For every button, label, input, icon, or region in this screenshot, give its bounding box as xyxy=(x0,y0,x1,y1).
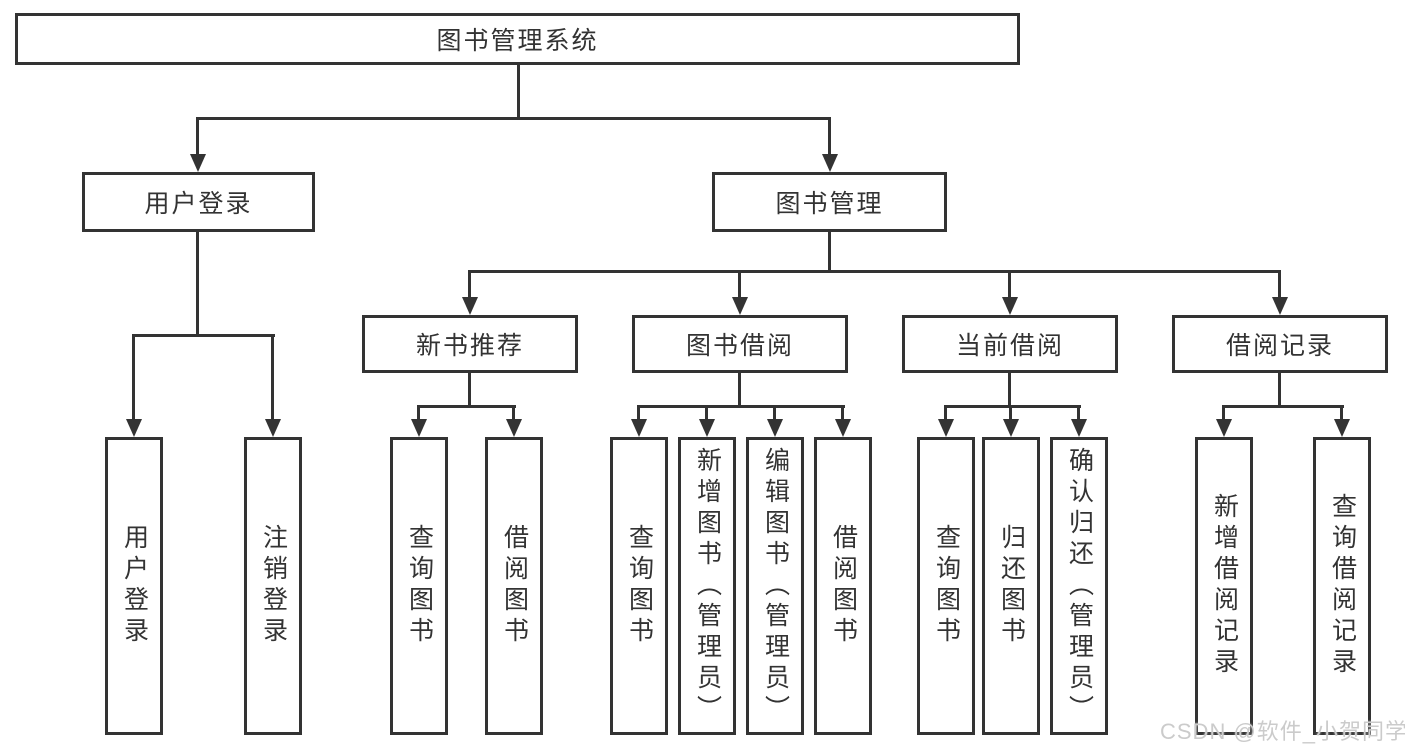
connector-rail xyxy=(468,270,1281,273)
node-book-borrow: 图书借阅 xyxy=(632,315,848,373)
arrow-down-icon xyxy=(631,419,647,437)
arrow-down-icon xyxy=(1002,297,1018,315)
connector-drop xyxy=(271,334,274,420)
connector-drop xyxy=(1278,270,1281,299)
node-leaf-return-book-label: 归还图书 xyxy=(997,524,1026,648)
node-leaf-add-borrow-record: 新增借阅记录 xyxy=(1195,437,1253,735)
node-leaf-add-book-admin: 新增图书（管理员） xyxy=(678,437,736,735)
node-leaf-confirm-return-admin-label: 确认归还（管理员） xyxy=(1065,446,1094,726)
connector-rail xyxy=(638,405,845,408)
arrow-down-icon xyxy=(1334,419,1350,437)
connector-trunk xyxy=(738,373,741,408)
node-user-login: 用户登录 xyxy=(82,172,315,232)
arrow-down-icon xyxy=(1216,419,1232,437)
arrow-down-icon xyxy=(699,419,715,437)
node-borrow-records-label: 借阅记录 xyxy=(1225,332,1334,360)
arrow-down-icon xyxy=(767,419,783,437)
node-leaf-query-books-recommend: 查询图书 xyxy=(390,437,448,735)
node-leaf-edit-book-admin-label: 编辑图书（管理员） xyxy=(761,446,790,726)
arrow-down-icon xyxy=(1272,297,1288,315)
node-leaf-add-borrow-record-label: 新增借阅记录 xyxy=(1210,493,1239,679)
connector-drop xyxy=(512,405,515,420)
node-leaf-logout: 注销登录 xyxy=(244,437,302,735)
connector-drop xyxy=(705,405,708,420)
arrow-down-icon xyxy=(1071,419,1087,437)
connector-rail xyxy=(197,117,831,120)
node-user-login-label: 用户登录 xyxy=(144,190,253,218)
connector-drop xyxy=(1222,405,1225,420)
node-leaf-edit-book-admin: 编辑图书（管理员） xyxy=(746,437,804,735)
node-leaf-query-borrow-record: 查询借阅记录 xyxy=(1313,437,1371,735)
node-root: 图书管理系统 xyxy=(15,13,1020,65)
connector-drop xyxy=(1008,270,1011,299)
node-leaf-confirm-return-admin: 确认归还（管理员） xyxy=(1050,437,1108,735)
node-book-borrow-label: 图书借阅 xyxy=(685,332,794,360)
arrow-down-icon xyxy=(822,154,838,172)
arrow-down-icon xyxy=(190,154,206,172)
node-leaf-logout-label: 注销登录 xyxy=(259,524,288,648)
connector-trunk xyxy=(1008,373,1011,408)
arrow-down-icon xyxy=(835,419,851,437)
arrow-down-icon xyxy=(411,419,427,437)
node-leaf-add-book-admin-label: 新增图书（管理员） xyxy=(693,446,722,726)
connector-trunk xyxy=(468,373,471,408)
connector-drop xyxy=(1340,405,1343,420)
arrow-down-icon xyxy=(506,419,522,437)
arrow-down-icon xyxy=(126,419,142,437)
arrow-down-icon xyxy=(462,297,478,315)
connector-drop xyxy=(196,117,199,155)
node-root-label: 图书管理系统 xyxy=(436,27,599,55)
watermark: CSDN @软件_小贺同学 xyxy=(1160,719,1405,744)
connector-drop xyxy=(468,270,471,299)
connector-rail xyxy=(133,334,275,337)
node-leaf-borrow-books: 借阅图书 xyxy=(814,437,872,735)
connector-drop xyxy=(1077,405,1080,420)
node-book-management: 图书管理 xyxy=(712,172,947,232)
connector-drop xyxy=(417,405,420,420)
connector-drop xyxy=(828,117,831,155)
node-leaf-query-books-current-label: 查询图书 xyxy=(932,524,961,648)
connector-trunk xyxy=(517,65,520,120)
node-leaf-borrow-books-label: 借阅图书 xyxy=(829,524,858,648)
node-leaf-query-books-borrow: 查询图书 xyxy=(610,437,668,735)
arrow-down-icon xyxy=(938,419,954,437)
arrow-down-icon xyxy=(1003,419,1019,437)
node-new-book-recommend-label: 新书推荐 xyxy=(415,332,524,360)
node-leaf-query-books-borrow-label: 查询图书 xyxy=(625,524,654,648)
connector-drop xyxy=(841,405,844,420)
connector-rail xyxy=(945,405,1081,408)
node-leaf-query-books-current: 查询图书 xyxy=(917,437,975,735)
node-leaf-borrow-books-recommend-label: 借阅图书 xyxy=(500,524,529,648)
connector-trunk xyxy=(1278,373,1281,408)
node-leaf-user-login: 用户登录 xyxy=(105,437,163,735)
connector-trunk xyxy=(828,232,831,273)
node-leaf-query-books-recommend-label: 查询图书 xyxy=(405,524,434,648)
connector-drop xyxy=(944,405,947,420)
connector-drop xyxy=(132,334,135,420)
node-new-book-recommend: 新书推荐 xyxy=(362,315,578,373)
node-current-borrow: 当前借阅 xyxy=(902,315,1118,373)
node-book-management-label: 图书管理 xyxy=(775,190,884,218)
connector-drop xyxy=(773,405,776,420)
node-leaf-return-book: 归还图书 xyxy=(982,437,1040,735)
arrow-down-icon xyxy=(265,419,281,437)
node-current-borrow-label: 当前借阅 xyxy=(955,332,1064,360)
node-borrow-records: 借阅记录 xyxy=(1172,315,1388,373)
connector-drop xyxy=(637,405,640,420)
arrow-down-icon xyxy=(732,297,748,315)
node-leaf-query-borrow-record-label: 查询借阅记录 xyxy=(1328,493,1357,679)
connector-drop xyxy=(738,270,741,299)
node-leaf-borrow-books-recommend: 借阅图书 xyxy=(485,437,543,735)
connector-trunk xyxy=(196,232,199,337)
node-leaf-user-login-label: 用户登录 xyxy=(120,524,149,648)
connector-rail xyxy=(418,405,516,408)
connector-drop xyxy=(1009,405,1012,420)
connector-rail xyxy=(1223,405,1344,408)
